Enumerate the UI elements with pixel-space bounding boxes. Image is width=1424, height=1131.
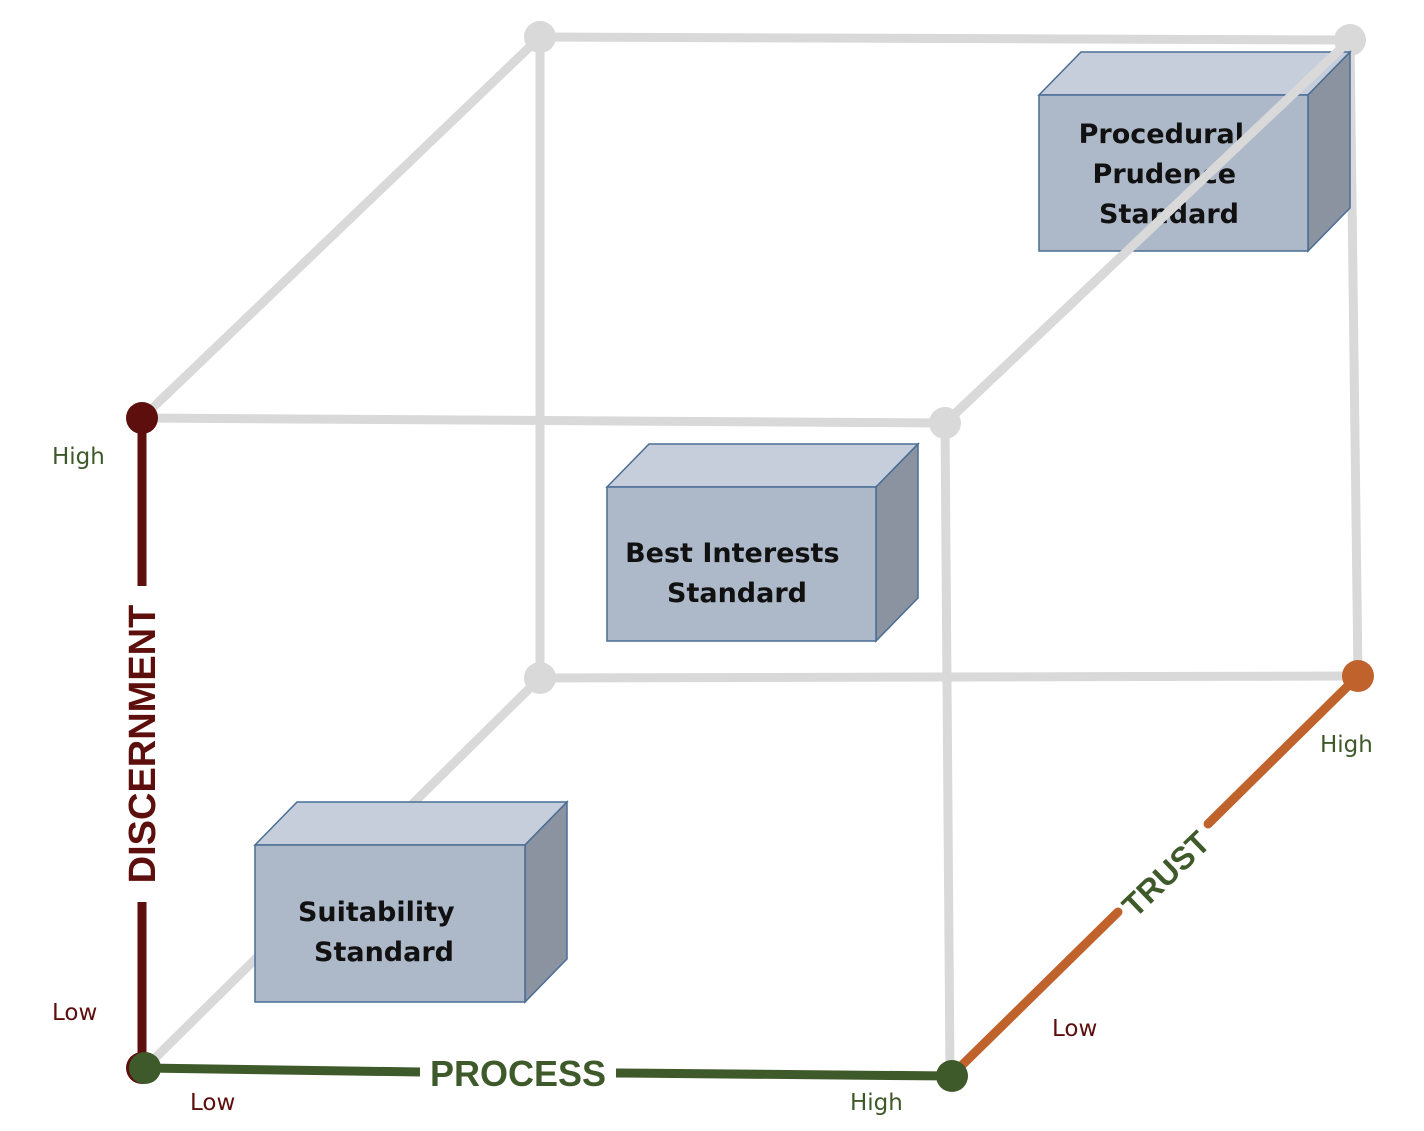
box-label-line: Procedural (1079, 119, 1244, 150)
process-axis-line-left (144, 1063, 421, 1077)
cube-edge-back-right-vertical (1345, 35, 1363, 681)
box-top-face (253, 801, 569, 846)
procedural-prudence-standard-box: Procedural Prudence Standard (1037, 50, 1352, 253)
process-high-node (936, 1060, 968, 1092)
discernment-low-label: Low (52, 1000, 97, 1026)
box-label-line: Standard (314, 937, 454, 968)
discernment-axis: DISCERNMENT Low High (52, 402, 164, 1084)
cube-edge-front-right-vertical (940, 418, 955, 1080)
process-axis-line-right (615, 1068, 953, 1081)
process-low-node (129, 1052, 161, 1084)
box-front-face (606, 486, 877, 642)
box-label-line: Suitability (298, 897, 455, 928)
cube-vertex (524, 662, 556, 694)
best-interests-label: Best Interests Standard (625, 538, 849, 609)
box-top-face (605, 443, 920, 488)
box-label-line: Best Interests (625, 538, 839, 569)
trust-axis-line-upper (1203, 671, 1363, 829)
box-label-line: Standard (667, 578, 807, 609)
process-low-label: Low (190, 1090, 235, 1116)
process-high-label: High (850, 1090, 903, 1116)
suitability-label: Suitability Standard (298, 897, 464, 968)
trust-axis-line-lower (947, 907, 1123, 1080)
cube-edge-top-left (137, 32, 545, 423)
process-axis-title: PROCESS (430, 1053, 606, 1094)
best-interests-standard-box: Best Interests Standard (605, 442, 920, 643)
cube-edge-top-back (535, 32, 1355, 45)
trust-high-label: High (1320, 732, 1373, 758)
cube-edge-bottom-back (535, 671, 1363, 683)
cube-vertex (524, 21, 556, 53)
cube-edge-top-right-overlay (950, 35, 1355, 419)
discernment-axis-title: DISCERNMENT (122, 605, 164, 884)
suitability-standard-box: Suitability Standard (253, 800, 569, 1004)
trust-axis: TRUST Low High (947, 660, 1374, 1080)
discernment-high-node (126, 402, 158, 434)
trust-axis-title: TRUST (1115, 824, 1217, 924)
discernment-high-label: High (52, 444, 105, 470)
process-axis: PROCESS Low High (129, 1052, 968, 1116)
box-front-face (254, 844, 526, 1003)
trust-low-label: Low (1052, 1016, 1097, 1042)
trust-high-node (1342, 660, 1374, 692)
